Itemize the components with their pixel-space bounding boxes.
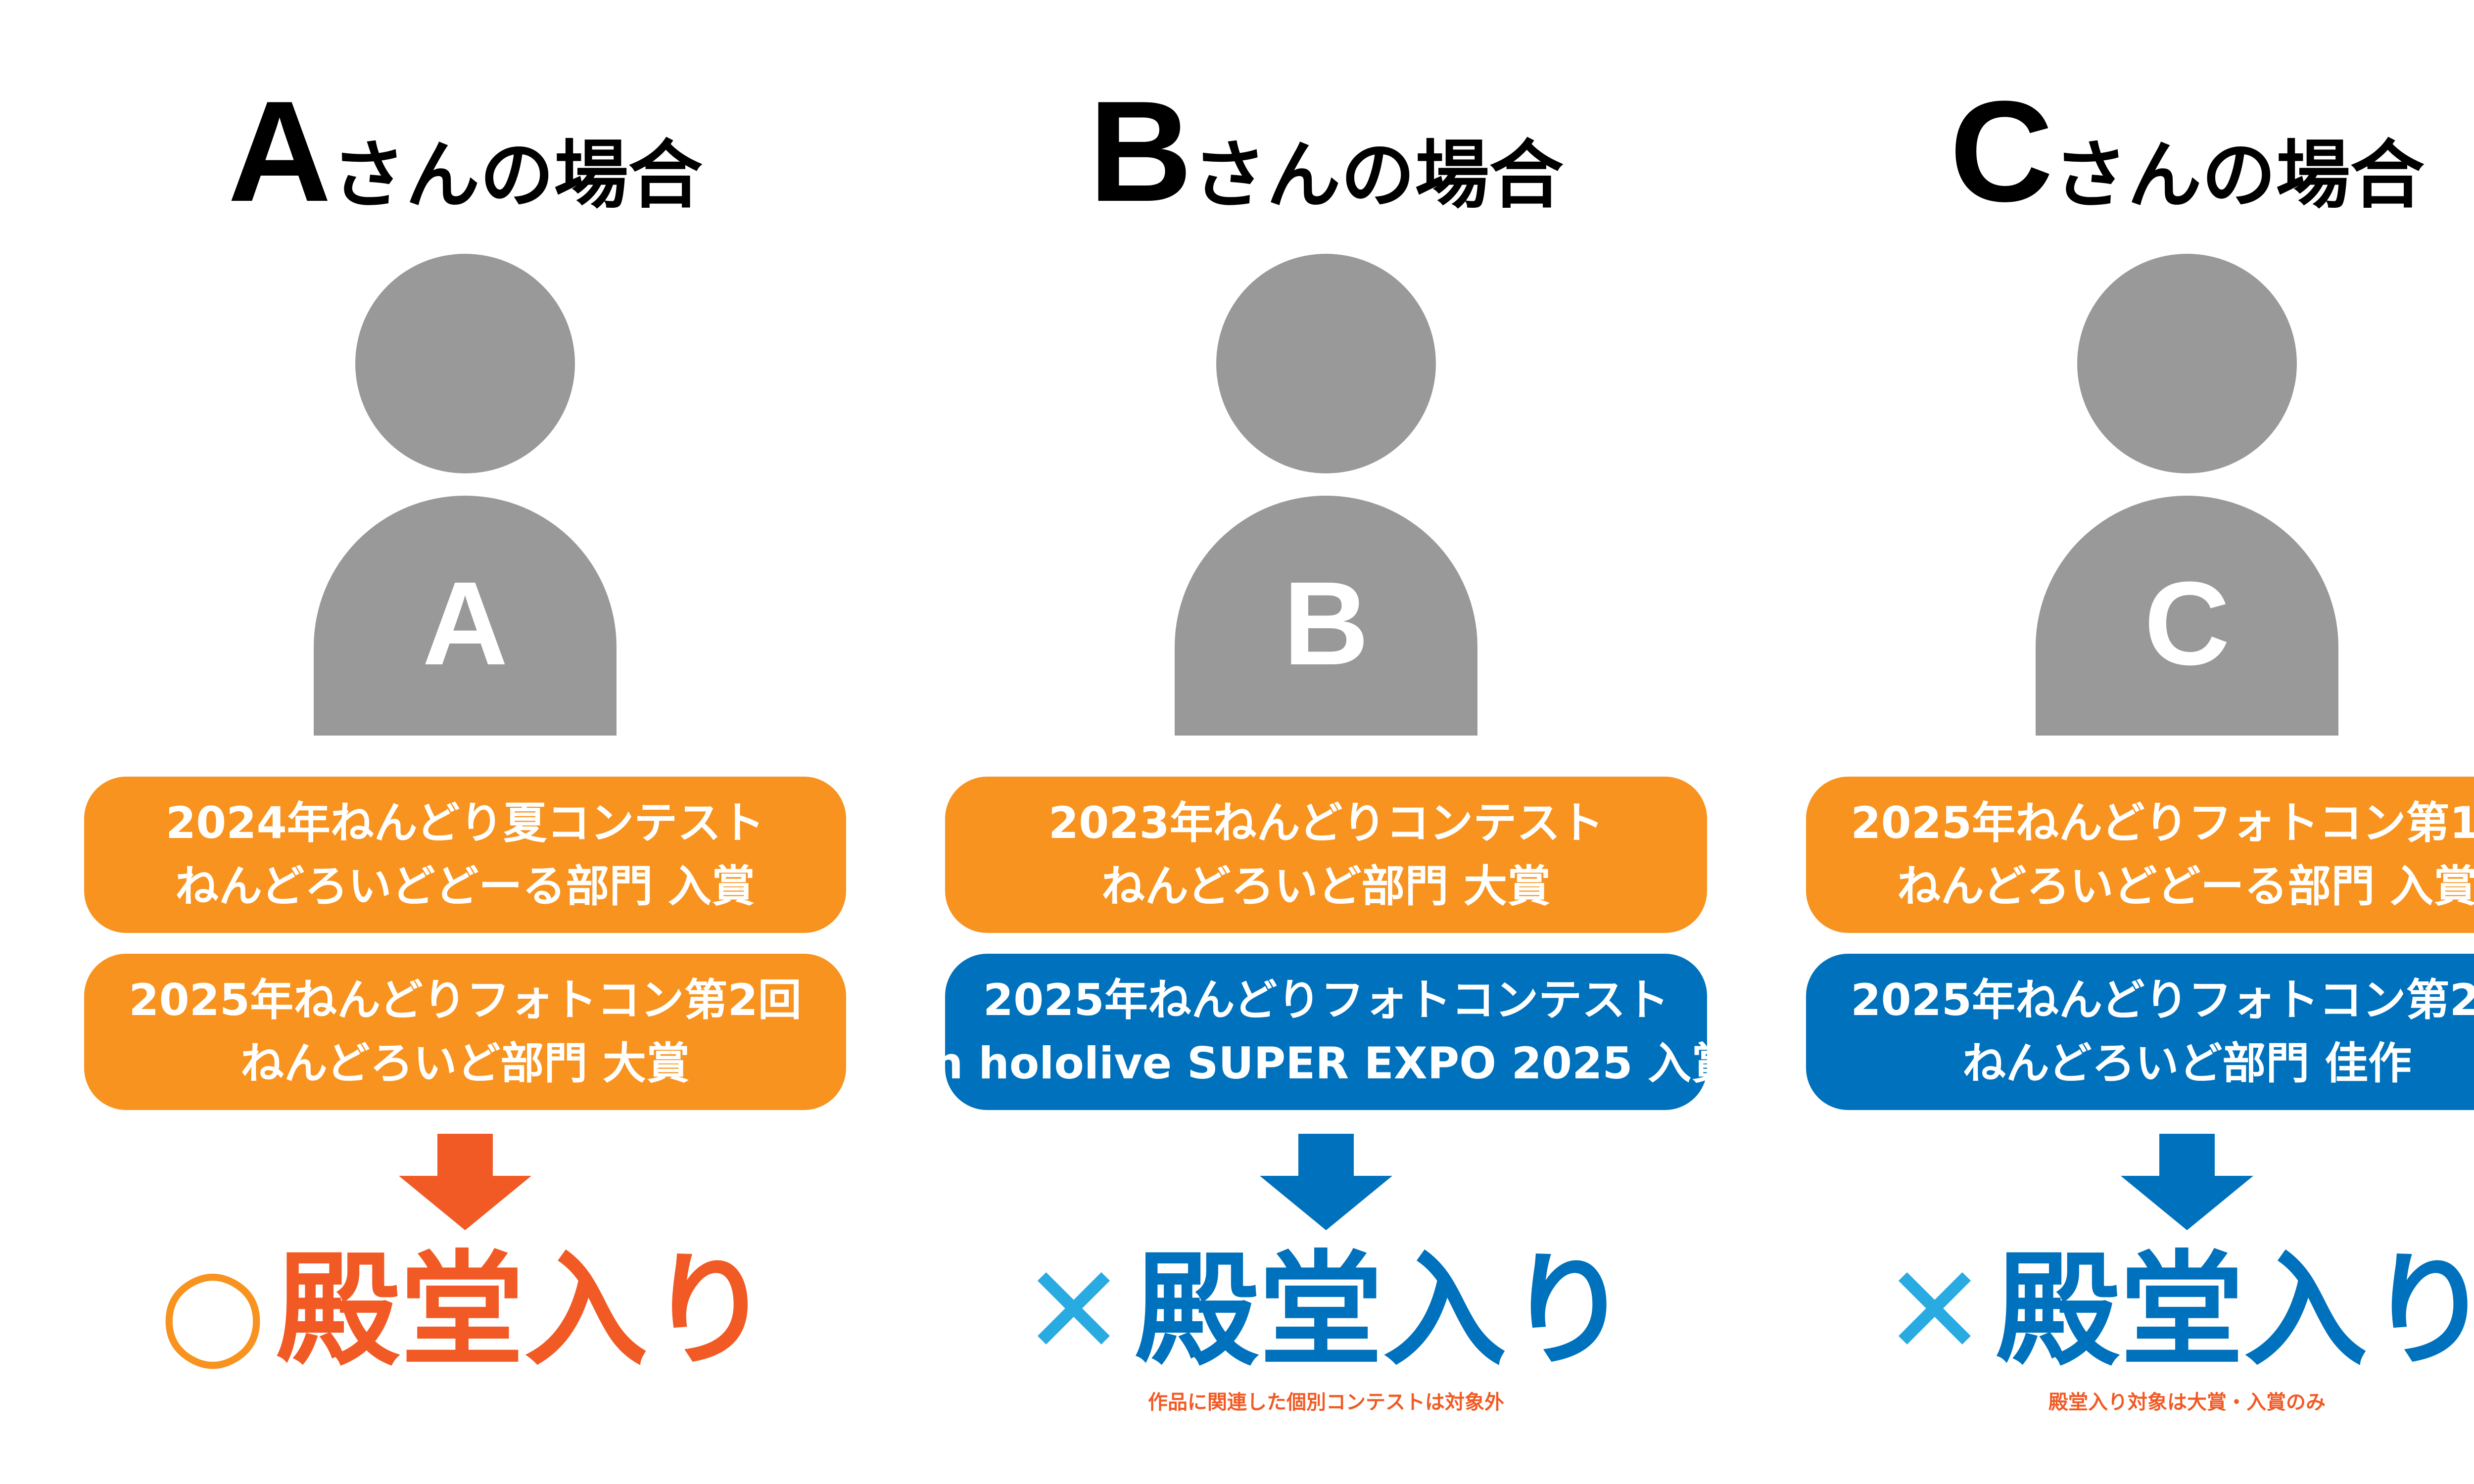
result-label: ○殿堂入り [84, 1237, 846, 1385]
award-line: 2025年ねんどりフォトコン第1回 [1851, 797, 2474, 848]
award-box: 2025年ねんどりフォトコンテスト in hololive SUPER EXPO … [917, 954, 1735, 1110]
result-text: 殿堂入り [1996, 1239, 2474, 1383]
arrow-down-icon [2121, 1134, 2253, 1230]
cross-mark-icon: ✕ [1022, 1239, 1126, 1383]
award-line: ねんどろいど部門 大賞 [1101, 861, 1551, 912]
case-a: Aさんの場合 A 2024年ねんどり夏コンテストねんどろいどどーる部門 入賞 2… [84, 0, 846, 1484]
award-line: 2023年ねんどりコンテスト [1048, 797, 1604, 848]
case-title: Bさんの場合 [945, 69, 1707, 234]
avatar-letter: B [1283, 557, 1369, 690]
case-letter: C [1950, 71, 2053, 232]
case-c: Cさんの場合 C 2025年ねんどりフォトコン第1回ねんどろいどどーる部門 入賞… [1806, 0, 2474, 1484]
award-line: 2025年ねんどりフォトコンテスト [983, 974, 1669, 1025]
award-line: ねんどろいどどーる部門 入賞 [1897, 861, 2474, 912]
avatar-letter: A [422, 557, 508, 690]
result-note: 殿堂入り対象は大賞・入賞のみ [2048, 1391, 2326, 1414]
result-note: 作品に関連した個別コンテストは対象外 [1148, 1391, 1504, 1414]
case-letter: A [228, 71, 331, 232]
circle-mark-icon: ○ [158, 1239, 267, 1383]
award-line: in hololive SUPER EXPO 2025 入賞 [917, 1038, 1735, 1089]
case-title-suffix: さんの場合 [1192, 133, 1564, 219]
arrow-down-icon [1260, 1134, 1392, 1230]
award-box: 2025年ねんどりフォトコン第2回ねんどろいど部門 大賞 [84, 954, 846, 1110]
award-line: ねんどろいど部門 佳作 [1962, 1038, 2412, 1089]
result-text: 殿堂入り [277, 1239, 772, 1383]
award-box: 2023年ねんどりコンテストねんどろいど部門 大賞 [945, 777, 1707, 933]
person-head-icon [2077, 254, 2297, 473]
cross-mark-icon: ✕ [1883, 1239, 1987, 1383]
award-line: ねんどろいどどーる部門 入賞 [175, 861, 755, 912]
case-letter: B [1089, 71, 1192, 232]
award-box: 2025年ねんどりフォトコン第1回ねんどろいどどーる部門 入賞 [1806, 777, 2474, 933]
award-line: 2024年ねんどり夏コンテスト [165, 797, 765, 848]
avatar-letter: C [2144, 557, 2230, 690]
award-line: ねんどろいど部門 大賞 [240, 1038, 690, 1089]
case-title-suffix: さんの場合 [331, 133, 703, 219]
person-body-icon: A [314, 496, 617, 736]
person-head-icon [355, 254, 575, 473]
person-body-icon: B [1175, 496, 1477, 736]
case-title: Cさんの場合 [1806, 69, 2474, 234]
award-box: 2025年ねんどりフォトコン第2回ねんどろいど部門 佳作 [1806, 954, 2474, 1110]
award-line: 2025年ねんどりフォトコン第2回 [1851, 974, 2474, 1025]
award-line: 2025年ねんどりフォトコン第2回 [129, 974, 802, 1025]
result-label: ✕殿堂入り [1806, 1237, 2474, 1385]
case-b: Bさんの場合 B 2023年ねんどりコンテストねんどろいど部門 大賞 2025年… [917, 0, 1735, 1484]
award-box: 2024年ねんどり夏コンテストねんどろいどどーる部門 入賞 [84, 777, 846, 933]
result-label: ✕殿堂入り [945, 1237, 1707, 1385]
case-title: Aさんの場合 [84, 69, 846, 234]
person-body-icon: C [2036, 496, 2338, 736]
arrow-down-icon [399, 1134, 531, 1230]
case-title-suffix: さんの場合 [2053, 133, 2425, 219]
person-head-icon [1216, 254, 1436, 473]
result-text: 殿堂入り [1135, 1239, 1630, 1383]
